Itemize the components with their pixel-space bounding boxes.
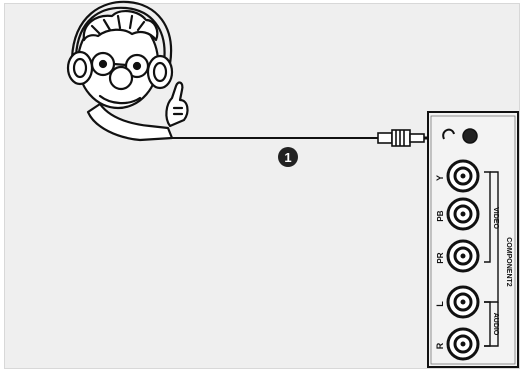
jack-label-y: Y: [435, 175, 445, 181]
headphone-jack-icon: [442, 128, 478, 144]
rca-jack-pr[interactable]: [446, 239, 480, 273]
jack-label-l: L: [435, 301, 445, 307]
cable-plug-icon: [377, 129, 434, 147]
jack-label-r: R: [435, 342, 445, 349]
jack-label-pr: PR: [436, 252, 445, 263]
headphone-person-icon: [66, 0, 189, 142]
callout-number: 1: [284, 150, 291, 165]
callout-badge: 1: [278, 147, 298, 167]
rca-jack-r[interactable]: [446, 327, 480, 361]
rca-jack-l[interactable]: [446, 285, 480, 319]
rca-jack-pb[interactable]: [446, 197, 480, 231]
component-group-label: COMPONENT2: [505, 237, 512, 287]
rca-jack-y[interactable]: [446, 159, 480, 193]
connector-panel: [427, 111, 519, 368]
audio-group-label: AUDIO: [492, 313, 499, 336]
video-group-label: VIDEO: [492, 207, 499, 229]
jack-label-pb: PB: [436, 210, 445, 221]
